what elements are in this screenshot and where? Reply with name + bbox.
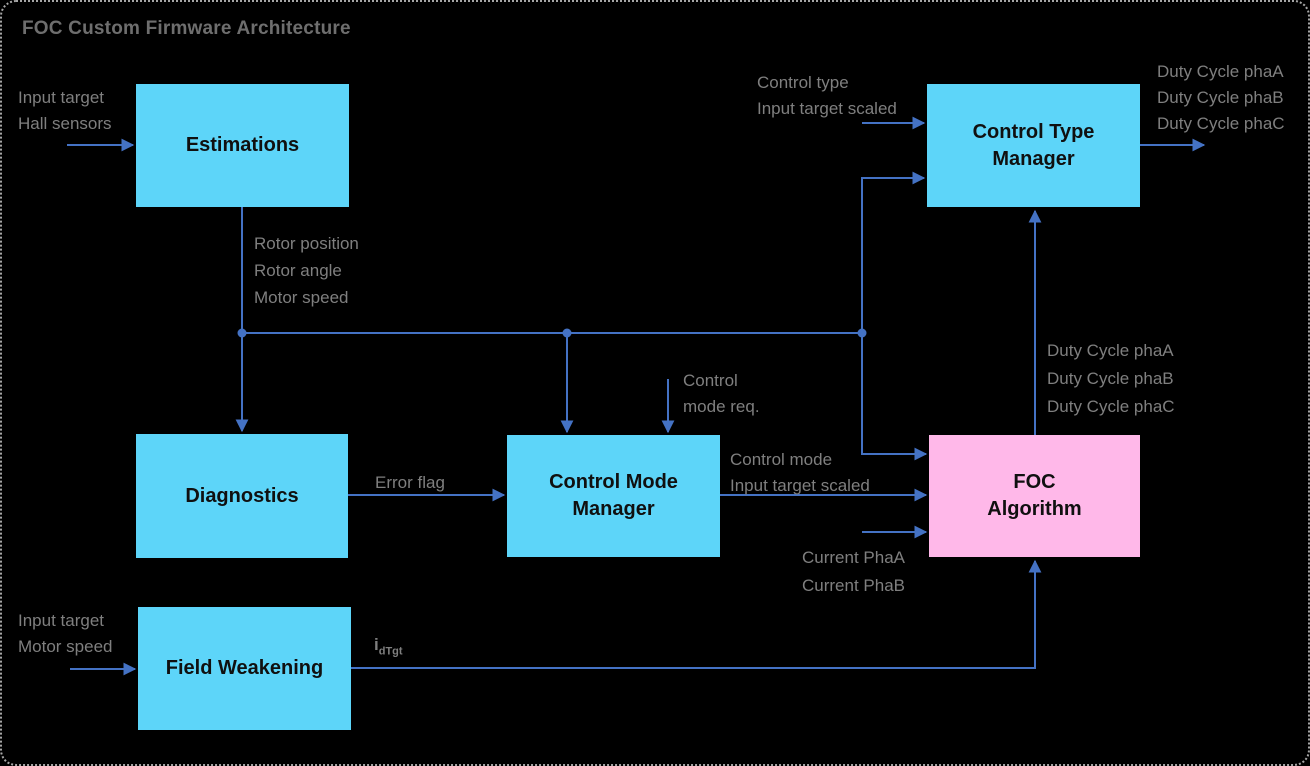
block-label: Estimations [185,134,300,156]
block-label: Manager [992,147,1075,170]
label-estimations-inputs: Input target Hall sensors [18,88,112,133]
block-control-type-manager: Control Type Manager [927,84,1140,207]
wire-bus-to-control-type-manager [861,171,926,333]
label-control-mode-outputs: Control mode Input target scaled [730,450,870,495]
block-foc-algorithm: FOC Algorithm [929,435,1140,557]
block-label: FOC [1013,471,1056,493]
block-field-weakening: Field Weakening [138,607,351,730]
wire-field-weakening-to-foc [351,559,1042,669]
junction-dot [562,328,572,338]
label-id-target: idTgt [374,635,403,658]
wire-bus-to-foc-algorithm [861,333,928,461]
block-label: Field Weakening [165,657,324,679]
block-label: Algorithm [987,498,1082,520]
block-label: Diagnostics [185,484,299,507]
block-diagnostics: Diagnostics [136,434,348,558]
block-estimations: Estimations [136,84,349,207]
block-control-mode-manager: Control Mode Manager [507,435,720,557]
label-estimations-outputs: Rotor position Rotor angle Motor speed [254,234,359,307]
junction-dot [237,328,247,338]
diagram-title: FOC Custom Firmware Architecture [22,18,351,39]
label-duty-cycle-outputs: Duty Cycle phaA Duty Cycle phaB Duty Cyc… [1157,62,1285,133]
label-error-flag: Error flag [375,473,445,492]
label-control-type-inputs: Control type Input target scaled [757,73,897,118]
junction-dot [857,328,867,338]
label-control-mode-request: Control mode req. [683,371,760,416]
block-label: Control Mode [549,471,678,493]
label-field-weakening-inputs: Input target Motor speed [18,611,113,656]
block-label: Manager [572,498,655,520]
block-label: Control Type [972,120,1095,143]
label-current-inputs: Current PhaA Current PhaB [802,548,905,595]
label-duty-cycle-internal: Duty Cycle phaA Duty Cycle phaB Duty Cyc… [1047,341,1175,416]
